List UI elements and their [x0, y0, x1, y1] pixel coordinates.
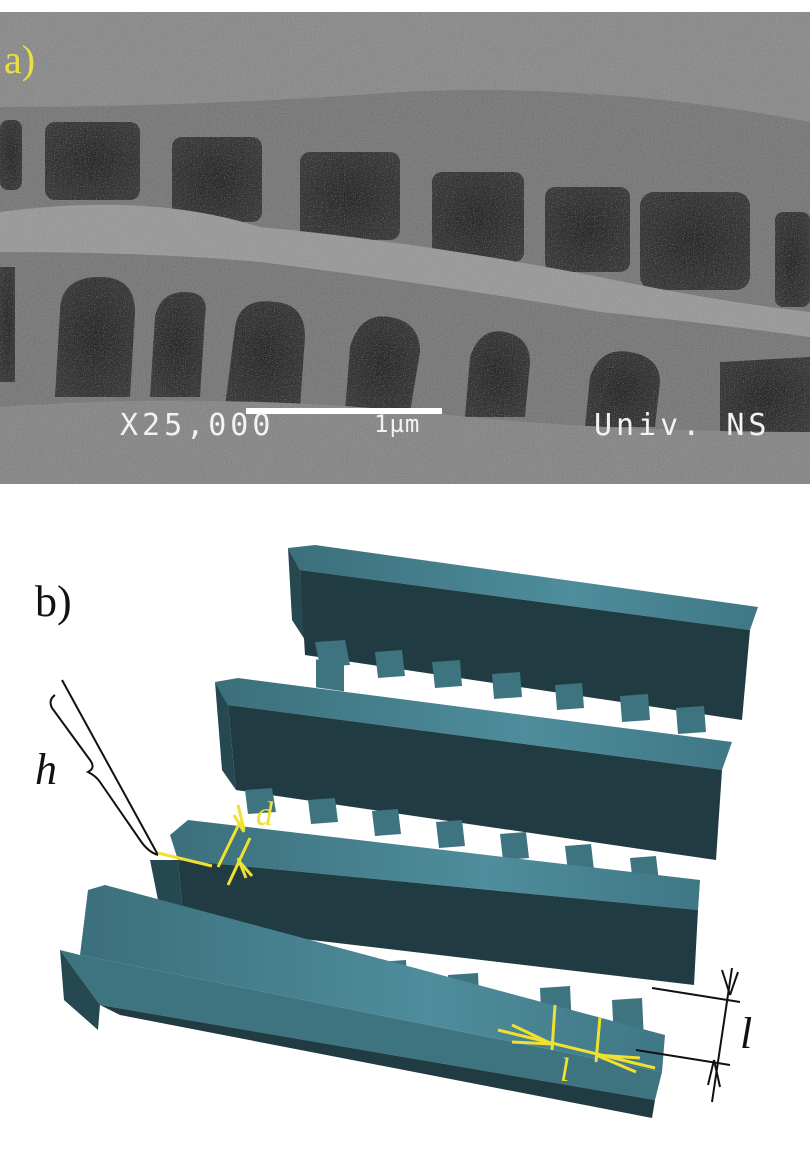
scale-bar-label: 1µm [374, 410, 421, 438]
rail-4 [60, 885, 665, 1118]
magnification-label: X25,000 [120, 408, 275, 443]
ladder-structure-diagram [49, 545, 758, 1118]
scale-bar [246, 408, 442, 414]
institution-label: Univ. NS [594, 408, 771, 443]
sem-image [0, 12, 810, 484]
vertical-spacing-annotation [635, 967, 741, 1103]
horizontal-spacing-annotation [497, 1004, 656, 1074]
panel-b-label: b) [35, 577, 72, 626]
horizontal-spacing-label: l [560, 1052, 570, 1089]
panel-a-label: a) [4, 37, 36, 82]
width-label: d [256, 796, 273, 833]
rail-2 [215, 678, 732, 860]
height-label: h [35, 745, 57, 794]
sem-micrograph-panel: a) X25,000 1µm Univ. NS [0, 12, 810, 484]
width-dimension-annotation [216, 804, 254, 886]
rail-1 [288, 545, 758, 720]
schematic-panel: b) h d l l [0, 484, 810, 1152]
height-dimension-annotation [49, 679, 159, 856]
vertical-spacing-label: l [740, 1009, 753, 1058]
